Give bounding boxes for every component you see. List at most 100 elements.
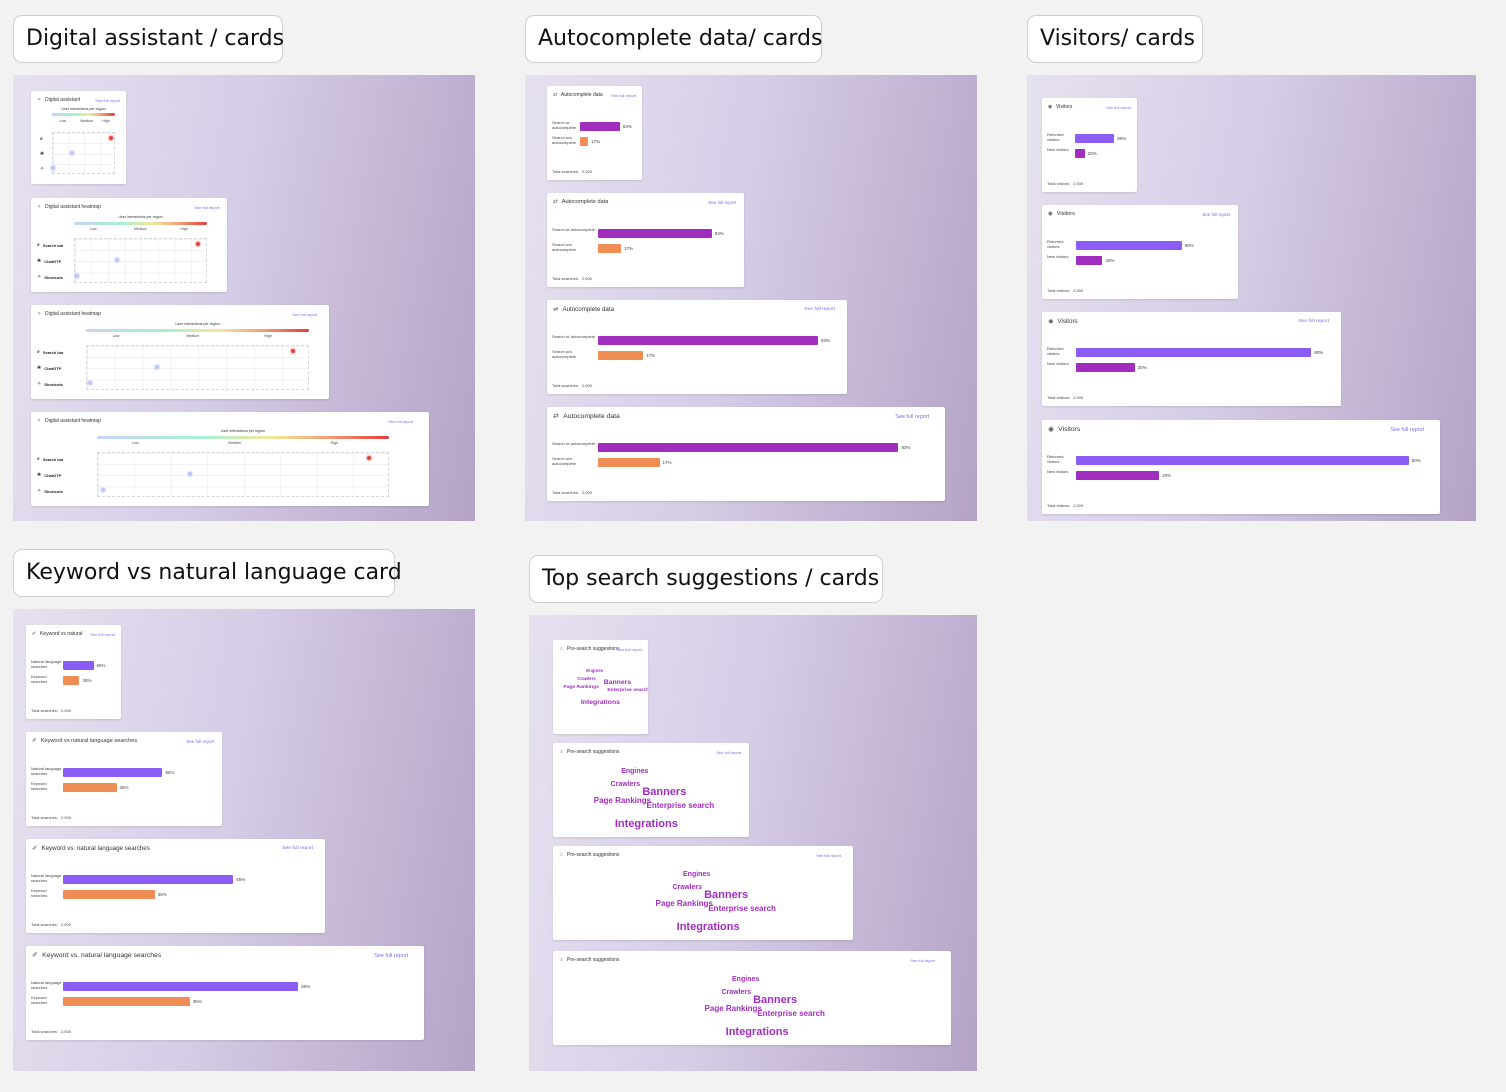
suggestion-word[interactable]: Page Rankings [593,796,652,805]
see-full-report-link[interactable]: See full report [1390,427,1425,433]
see-full-report-link[interactable]: See full report [194,205,220,210]
eye-icon: ◉ [1048,318,1054,325]
heatmap-legend-label: Medium [80,119,94,123]
suggestion-word[interactable]: Page Rankings [563,684,599,690]
suggestion-word[interactable]: Enterprise search [757,1009,825,1018]
card-title: ⇄Autocomplete data [553,92,603,98]
see-full-report-link[interactable]: See full report [90,632,115,637]
card-title: ✧Digital assistant [37,97,80,103]
eye-icon: ◉ [1048,103,1053,110]
card-title: ✧Digital assistant heatmap [37,311,101,317]
suggestion-word[interactable]: Integrations [676,921,740,933]
suggestion-word[interactable]: Enterprise search [607,688,648,694]
chatgpt-icon: ❀ [37,472,42,478]
see-full-report-link[interactable]: See full report [1298,319,1330,324]
suggestion-word[interactable]: Engines [732,976,760,983]
see-full-report-link[interactable]: See full report [910,958,936,963]
star-icon: ☆ [559,748,564,755]
see-full-report-link[interactable]: See full report [617,647,642,652]
see-full-report-link[interactable]: See full report [716,750,742,755]
section-title-visitors: Visitors/ cards [1027,15,1203,63]
bar-label: Search w/o autocomplete [552,349,577,359]
heatmap-grid [74,238,207,283]
total-count: Total searches:2,000 [552,490,592,495]
total-count: Total searches:2,000 [552,276,592,281]
suggestion-word[interactable]: Crawlers [577,675,596,681]
suggestion-word[interactable]: Crawlers [672,884,703,891]
suggestion-word[interactable]: Integrations [580,698,620,706]
suggestion-word[interactable]: Integrations [614,818,678,830]
bar-value-label: 83% [622,124,632,129]
chart-bar [1076,456,1409,465]
see-full-report-link[interactable]: See full report [388,419,414,424]
heatmap-legend-label: High [102,119,110,123]
bar-value-label: 17% [662,460,672,465]
card-title-text: Digital assistant heatmap [45,204,101,210]
total-label: Total searches: [552,169,579,174]
see-full-report-link[interactable]: See full report [292,312,318,317]
suggestion-word[interactable]: Banners [753,994,798,1006]
heatmap-dot [51,166,56,170]
heatmap-legend-label: Medium [228,441,242,445]
see-full-report-link[interactable]: See full report [611,93,636,98]
see-full-report-link[interactable]: See full report [1106,105,1131,110]
suggestion-word[interactable]: Enterprise search [646,801,715,810]
see-full-report-link[interactable]: See full report [95,98,120,103]
suggestion-word[interactable]: Page Rankings [655,899,713,908]
heatmap-row-text: Search bar [42,456,64,462]
heatmap-chart-title: User interactions per region [175,322,220,326]
see-full-report-link[interactable]: See full report [282,846,314,851]
wand-icon: ✐ [32,845,38,852]
total-count: Total searches:2,000 [31,1029,71,1034]
sparkle-icon: ✧ [37,203,42,210]
star-icon: ☆ [559,645,564,652]
see-full-report-link[interactable]: See full report [804,307,835,312]
suggestion-word[interactable]: Page Rankings [704,1004,762,1013]
heatmap-row-text: ChatGTP [44,472,62,478]
see-full-report-link[interactable]: See full report [374,953,409,959]
suggestion-word[interactable]: Banners [603,678,632,686]
card-title-text: Visitors [1056,104,1073,110]
suggestion-word[interactable]: Crawlers [610,781,641,788]
wand-icon: ✐ [32,952,38,959]
bar-value-label: 20% [1162,473,1172,478]
card-title: ✐Keyword vs. natural language searches [32,952,161,959]
see-full-report-link[interactable]: See full report [895,414,930,420]
heatmap-legend-label: High [264,334,272,338]
suggestion-word[interactable]: Enterprise search [708,904,776,913]
card-title-text: Digital assistant [45,97,81,103]
suggestion-word[interactable]: Engines [621,768,649,775]
suggestion-word[interactable]: Crawlers [721,989,752,996]
suggestion-word[interactable]: Banners [642,786,687,798]
chart-bar [1076,471,1160,480]
heatmap-dot [100,488,105,492]
suggestion-word[interactable]: Integrations [725,1026,789,1038]
bar-value-label: 35% [119,785,129,790]
suggestion-word[interactable]: Engines [683,871,711,878]
heatmap-dot [188,472,193,476]
total-count: Total searches:2,000 [552,169,592,174]
suggestion-word[interactable]: Banners [704,889,749,901]
bar-value-label: 17% [646,353,656,358]
see-full-report-link[interactable]: See full report [708,200,737,205]
total-label: Total visitors: [1047,181,1071,186]
see-full-report-link[interactable]: See full report [186,739,215,744]
total-label: Total searches: [552,276,579,281]
see-full-report-link[interactable]: See full report [1202,212,1231,217]
heatmap-row-label: ⌕Search bar [37,349,64,355]
card-title-text: Autocomplete data [561,199,609,205]
chart-bar [598,458,660,467]
see-full-report-link[interactable]: See full report [816,853,841,858]
suggestion-word[interactable]: Engines [586,667,604,673]
bar-value-label: 20% [1137,365,1147,370]
card-title: ◉Visitors [1048,211,1075,217]
card-title-text: Pre-search suggestions [567,646,620,652]
heatmap-legend-label: Medium [186,334,200,338]
heatmap-row-label: ❀ChatGTP [37,365,61,371]
card-title-text: Pre-search suggestions [567,749,620,755]
chart-bar [580,122,620,131]
